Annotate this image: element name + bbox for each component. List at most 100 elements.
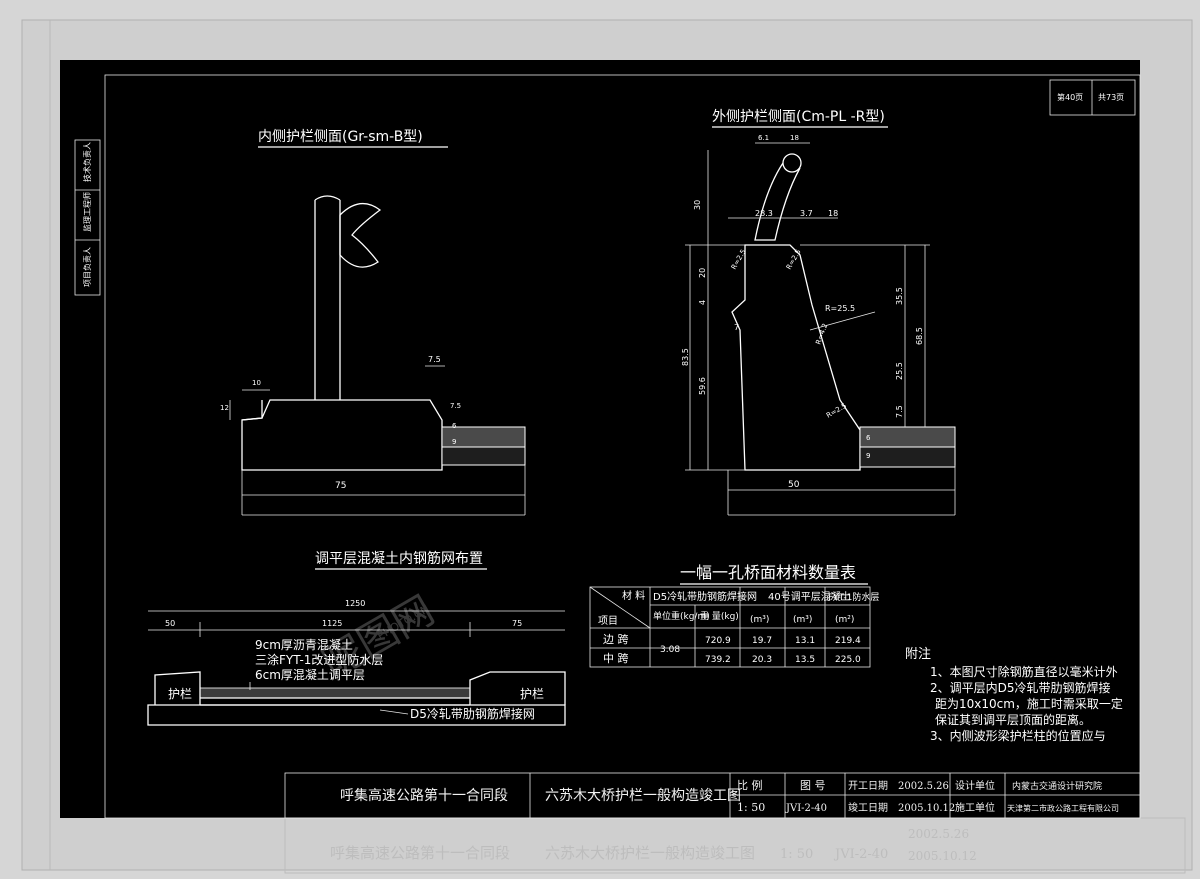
outer-r255: R=25.5 xyxy=(825,304,855,313)
outer-guardrail-view: 外侧护栏侧面(Cm-PL -R型) 30 20 4 7 83.5 59.6 6.… xyxy=(681,109,956,516)
material-table: 一幅一孔桥面材料数量表 材 料 项目 D5冷轧带肋钢筋焊接网 40号调平层混凝土… xyxy=(589,563,879,668)
tb-build-value: 天津第二市政公路工程有限公司 xyxy=(1007,803,1119,813)
mesh-layer1: 9cm厚沥青混凝土 xyxy=(255,637,353,652)
mesh-rail-left: 护栏 xyxy=(168,686,192,701)
mesh-dim-right: 75 xyxy=(512,619,522,628)
mesh-layer2: 三涂FYT-1改进型防水层 xyxy=(255,652,383,667)
outer-dim-50: 50 xyxy=(788,480,800,490)
table-col2: 40号调平层混凝土 xyxy=(768,590,851,603)
outer-dim-4: 4 xyxy=(698,300,707,305)
table-sub-unit: 单位重(kg/m) xyxy=(653,610,710,622)
table-row0-label: 边 跨 xyxy=(603,633,629,646)
outer-dim-75: 7.5 xyxy=(895,405,904,418)
ghost-finish: 2005.10.12 xyxy=(908,849,977,863)
notes-heading: 附注 xyxy=(905,647,931,662)
inner-dim-75: 75 xyxy=(335,481,346,491)
tb-no-label: 图 号 xyxy=(800,779,826,792)
table-row0-v2: 13.1 xyxy=(795,636,815,646)
outer-dim-6: 6 xyxy=(866,434,871,442)
inner-dim-75a: 7.5 xyxy=(428,355,441,364)
outer-dim-61: 6.1 xyxy=(758,134,769,142)
inner-dim-12: 12 xyxy=(220,404,229,412)
table-row1-v1: 20.3 xyxy=(752,655,772,665)
table-corner-bottom: 项目 xyxy=(598,615,618,627)
outer-dim-9: 9 xyxy=(866,452,870,460)
table-row1-weight: 739.2 xyxy=(705,655,731,665)
inner-title: 内侧护栏侧面(Gr-sm-B型) xyxy=(258,129,423,145)
ghost-start: 2002.5.26 xyxy=(908,827,969,841)
tb-project: 呼集高速公路第十一合同段 xyxy=(340,787,508,804)
stamp-project: 项目负责人 xyxy=(82,247,92,287)
mesh-dim-middle: 1125 xyxy=(322,619,342,628)
mesh-label: D5冷轧带肋钢筋焊接网 xyxy=(410,706,535,721)
table-row1-label: 中 跨 xyxy=(603,652,629,665)
ghost-no: JVI-2-40 xyxy=(833,847,888,862)
table-row0-weight: 720.9 xyxy=(705,636,731,646)
mesh-layer3: 6cm厚混凝土调平层 xyxy=(255,667,365,682)
outer-dim-18b: 18 xyxy=(828,209,838,218)
table-row0-v1: 19.7 xyxy=(752,636,772,646)
table-row0-unit: 3.08 xyxy=(660,645,680,655)
tb-start-label: 开工日期 xyxy=(848,780,888,792)
mesh-dim-left: 50 xyxy=(165,619,175,628)
tb-start-value: 2002.5.26 xyxy=(898,781,949,792)
stamp-tech: 技术负责人 xyxy=(82,142,92,182)
inner-guardrail-view: 内侧护栏侧面(Gr-sm-B型) 75 10 12 7.5 7.5 6 9 xyxy=(220,129,526,516)
ghost-title-block: 呼集高速公路第十一合同段 六苏木大桥护栏一般构造竣工图 1: 50 JVI-2-… xyxy=(284,817,1186,874)
note-line-4: 保证其到调平层顶面的距离。 xyxy=(935,712,1091,727)
tb-no-value: JVI-2-40 xyxy=(785,803,827,814)
outer-title: 外侧护栏侧面(Cm-PL -R型) xyxy=(712,109,885,125)
outer-dim-355: 35.5 xyxy=(895,287,904,305)
tb-drawing-name: 六苏木大桥护栏一般构造竣工图 xyxy=(545,788,741,804)
table-sub-weight: 重 量(kg) xyxy=(700,610,739,622)
tb-design-value: 内蒙古交通设计研究院 xyxy=(1012,780,1102,792)
mesh-layout-view: 调平层混凝土内钢筋网布置 1250 50 1125 75 护栏 护栏 9cm厚沥… xyxy=(147,550,566,726)
sheet-no: 第40页 xyxy=(1057,92,1083,102)
notes: 附注 1、本图尺寸除钢筋直径以毫米计外 2、调平层内D5冷轧带肋钢筋焊接 距为1… xyxy=(905,647,1123,743)
title-block: 呼集高速公路第十一合同段 六苏木大桥护栏一般构造竣工图 比 例 1: 50 图 … xyxy=(284,772,1141,819)
stamp-supervisor: 监理工程师 xyxy=(82,192,92,232)
outer-dim-7: 7 xyxy=(734,323,739,332)
tb-finish-label: 竣工日期 xyxy=(848,801,888,814)
mesh-title: 调平层混凝土内钢筋网布置 xyxy=(315,550,483,567)
table-sub-m2: (m²) xyxy=(835,615,854,625)
outer-dim-596: 59.6 xyxy=(698,377,707,395)
tb-scale-value: 1: 50 xyxy=(737,801,765,814)
table-row1-v3: 225.0 xyxy=(835,655,861,665)
inner-dim-6: 6 xyxy=(452,422,457,430)
side-stamps: 技术负责人 监理工程师 项目负责人 xyxy=(74,139,101,296)
note-line-3: 距为10x10cm，施工时需采取一定 xyxy=(935,696,1123,711)
sheet-total: 共73页 xyxy=(1098,93,1124,102)
outer-dim-255: 25.5 xyxy=(895,362,904,380)
outer-dim-37: 3.7 xyxy=(800,209,813,218)
table-sub-m3b: (m³) xyxy=(793,615,812,625)
note-line-5: 3、内侧波形梁护栏柱的位置应与 xyxy=(930,728,1106,743)
ghost-scale: 1: 50 xyxy=(780,847,813,862)
table-row1-v2: 13.5 xyxy=(795,655,815,665)
tb-design-label: 设计单位 xyxy=(955,779,995,792)
table-col1: D5冷轧带肋钢筋焊接网 xyxy=(653,590,757,603)
outer-dim-283: 28.3 xyxy=(755,209,773,218)
outer-dim-685: 68.5 xyxy=(915,327,924,345)
outer-dim-20: 20 xyxy=(698,268,707,278)
inner-dim-75b: 7.5 xyxy=(450,402,461,410)
outer-dim-30: 30 xyxy=(693,200,702,210)
sheet-number: 第40页 共73页 xyxy=(1049,79,1136,116)
tb-build-label: 施工单位 xyxy=(955,801,995,814)
table-corner-top: 材 料 xyxy=(622,589,645,602)
mesh-dim-total: 1250 xyxy=(345,599,365,608)
outer-dim-835: 83.5 xyxy=(681,348,690,366)
tb-scale-label: 比 例 xyxy=(737,778,763,792)
note-line-2: 2、调平层内D5冷轧带肋钢筋焊接 xyxy=(930,680,1111,695)
table-sub-m3a: (m³) xyxy=(750,615,769,625)
table-col3: FYT-1防水层 xyxy=(828,591,879,603)
mesh-rail-right: 护栏 xyxy=(520,686,544,701)
ghost-drawing-name: 六苏木大桥护栏一般构造竣工图 xyxy=(545,844,755,862)
outer-dim-18: 18 xyxy=(790,134,799,142)
table-row0-v3: 219.4 xyxy=(835,636,861,646)
inner-dim-10: 10 xyxy=(252,379,261,387)
ghost-project: 呼集高速公路第十一合同段 xyxy=(330,844,510,862)
tb-finish-value: 2005.10.12 xyxy=(898,803,955,814)
table-title: 一幅一孔桥面材料数量表 xyxy=(680,563,856,582)
